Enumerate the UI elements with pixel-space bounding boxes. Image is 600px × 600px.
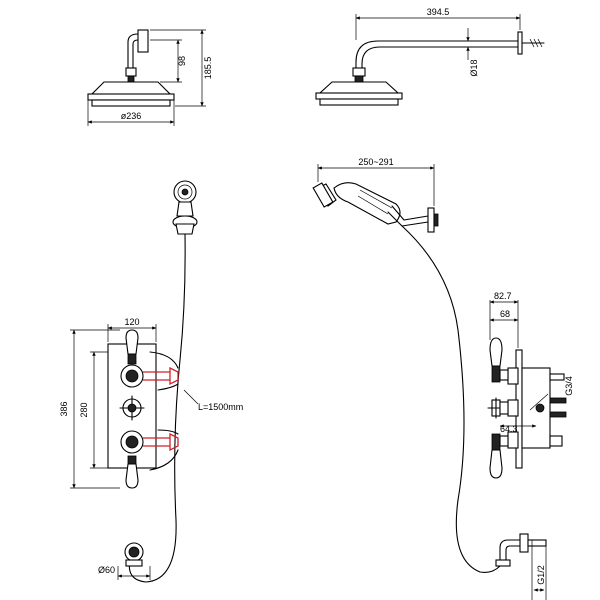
dim-total-drop: 185.5 (203, 57, 213, 80)
handset-front-view: L=1500mm (128, 180, 243, 583)
handset-side-view: 250~291 (312, 157, 501, 573)
dim-depth-body: 68 (500, 309, 510, 319)
valve-side-view: 82.7 68 G3/4 64.3 (487, 291, 574, 479)
dim-hose-length: L=1500mm (198, 402, 243, 412)
dim-rose-diameter: ø236 (121, 111, 142, 121)
dim-valve-width: 120 (124, 317, 139, 327)
wall-elbow-front: Ø60 (98, 542, 151, 580)
valve-front-view: 120 386 280 (59, 317, 179, 489)
dim-depth-total: 82.7 (494, 291, 512, 301)
dim-outlet-thread: G1/2 (536, 565, 546, 585)
dim-arm-drop: 98 (177, 56, 187, 66)
rose-front-view: 98 185.5 ø236 (87, 29, 213, 126)
dim-valve-height: 386 (59, 401, 69, 416)
dim-arm-length: 394.5 (427, 7, 450, 17)
dim-elbow-diameter: Ø60 (98, 565, 115, 575)
dim-handset-reach: 250~291 (358, 157, 393, 167)
dim-depth-offset: 64.3 (500, 424, 518, 434)
dim-valve-inner-height: 280 (79, 402, 89, 417)
rose-side-view: 394.5 Ø18 (315, 7, 545, 106)
dim-inlet-thread: G3/4 (564, 376, 574, 396)
dim-arm-diameter: Ø18 (469, 59, 479, 76)
wall-elbow-side: G1/2 (495, 533, 547, 600)
